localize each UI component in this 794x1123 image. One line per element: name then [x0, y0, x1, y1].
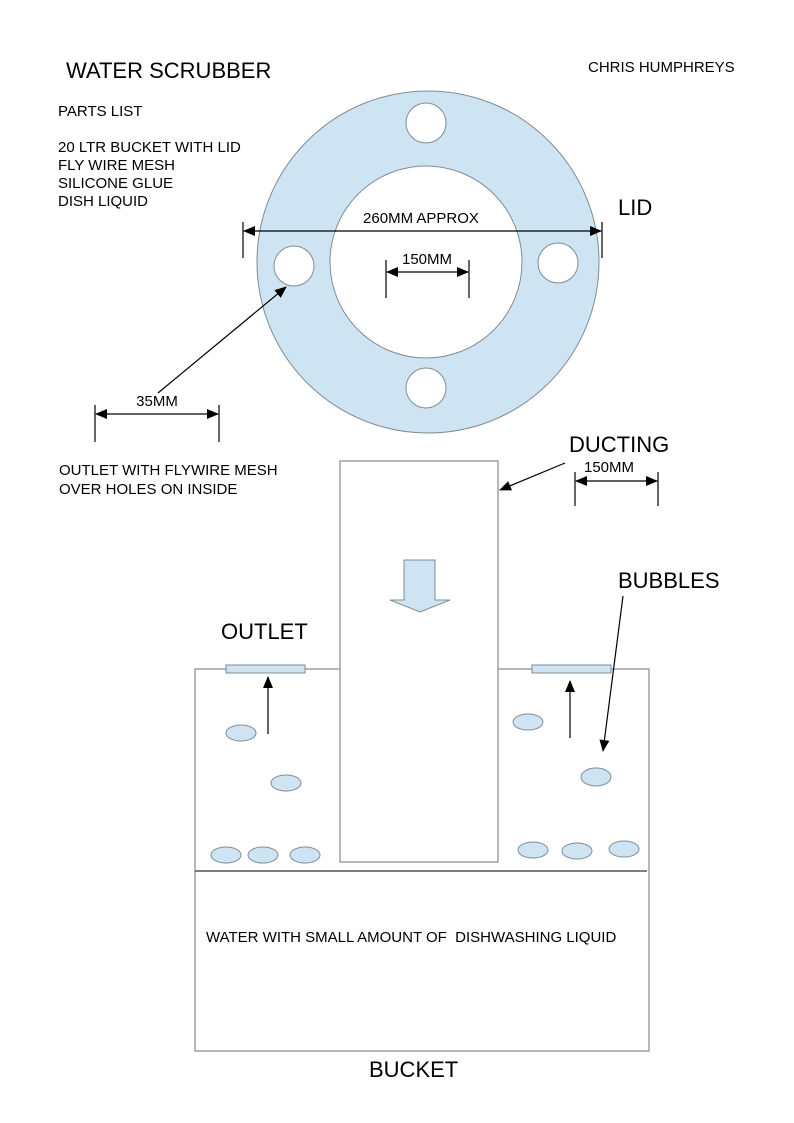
ducting-label: DUCTING: [569, 432, 669, 457]
hole-dimension-label: 35MM: [136, 393, 178, 410]
parts-list-item: 20 LTR BUCKET WITH LID: [58, 139, 241, 156]
parts-list-item: SILICONE GLUE: [58, 175, 173, 192]
bubble: [289, 846, 321, 864]
outlet-label: OUTLET: [221, 619, 308, 644]
parts-list-heading: PARTS LIST: [58, 103, 142, 120]
bubble: [608, 840, 640, 858]
bubble: [561, 842, 593, 860]
lid-hole: [405, 102, 447, 144]
bubble: [580, 767, 612, 787]
bucket-label: BUCKET: [369, 1057, 458, 1082]
lid-hole: [405, 367, 447, 409]
outlet-note: OUTLET WITH FLYWIRE MESH: [59, 462, 278, 479]
parts-list-item: FLY WIRE MESH: [58, 157, 175, 174]
bubble: [512, 713, 544, 731]
ducting-pipe: [339, 460, 499, 863]
lid-label: LID: [618, 195, 652, 220]
ducting-leader-arrow: [499, 462, 566, 491]
ducting-dimension-label: 150MM: [584, 459, 634, 476]
outlet-note: OVER HOLES ON INSIDE: [59, 481, 237, 498]
outer-dimension-label: 260MM APPROX: [363, 210, 479, 227]
bubble: [225, 724, 257, 742]
lid-hole: [537, 242, 579, 284]
lid-drawing: [256, 90, 600, 434]
bubble: [247, 846, 279, 864]
bubbles: [210, 713, 640, 864]
bubble: [210, 846, 242, 864]
water-label: WATER WITH SMALL AMOUNT OF DISHWASHING L…: [206, 929, 616, 946]
author: CHRIS HUMPHREYS: [588, 59, 735, 76]
bubbles-leader-arrow: [599, 595, 624, 752]
inner-dimension-label: 150MM: [402, 251, 452, 268]
outlet-left: [225, 664, 306, 674]
parts-list-item: DISH LIQUID: [58, 193, 148, 210]
airflow-down-arrow-icon: [389, 559, 451, 613]
lid-hole: [273, 245, 315, 287]
outlet-right: [531, 664, 612, 674]
diagram-title: WATER SCRUBBER: [66, 58, 271, 83]
bubble: [270, 774, 302, 792]
bubble: [517, 841, 549, 859]
hole-leader-arrow: [157, 286, 287, 394]
bubbles-label: BUBBLES: [618, 568, 720, 593]
